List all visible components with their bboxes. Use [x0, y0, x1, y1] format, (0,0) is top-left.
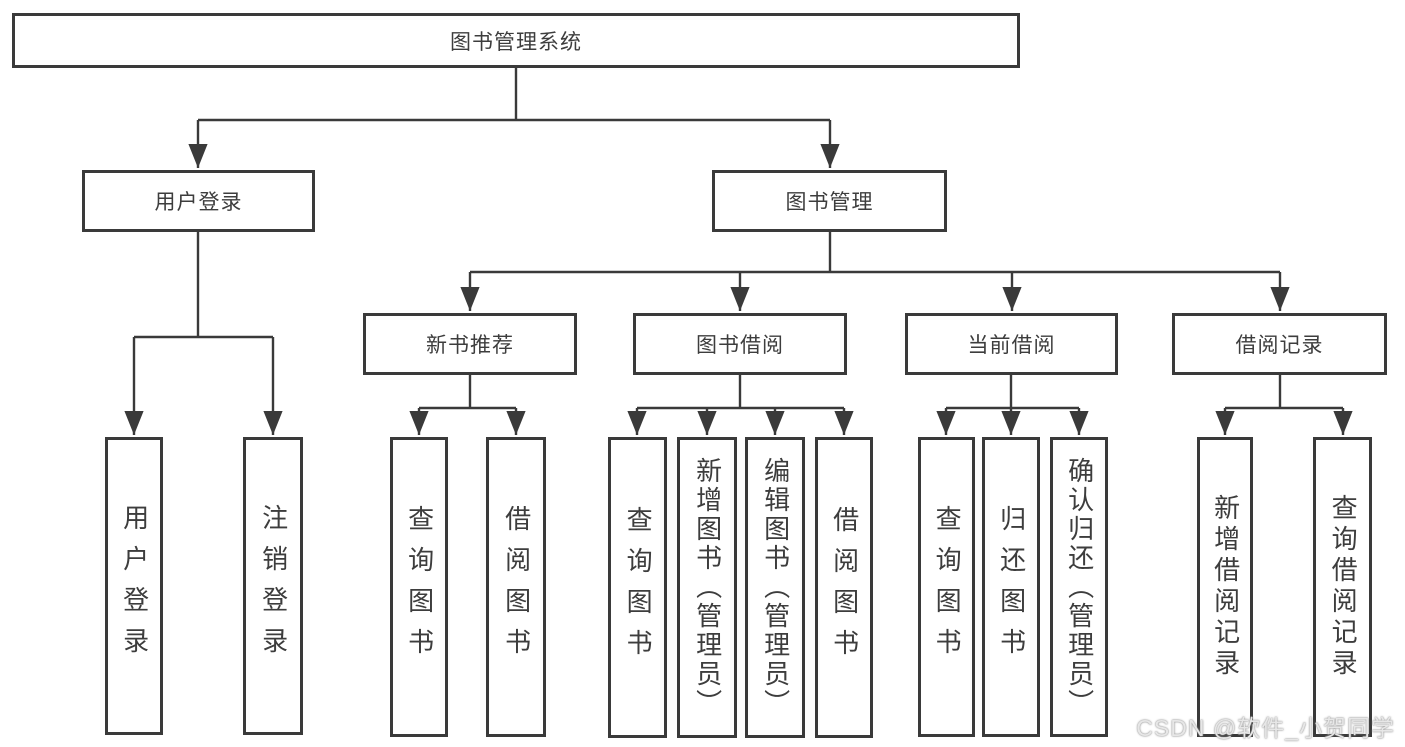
leaf-nr-query-books: 查询图书: [390, 437, 448, 737]
node-current-borrowing: 当前借阅: [905, 313, 1118, 375]
leaf-bb-query-books: 查询图书: [608, 437, 667, 738]
leaf-br-add-record: 新增借阅记录: [1197, 437, 1253, 737]
node-book-borrowing: 图书借阅: [633, 313, 847, 375]
watermark: CSDN @软件_小贺同学: [1136, 715, 1395, 741]
leaf-user-login-label: 用户登录: [119, 504, 150, 668]
node-root-label: 图书管理系统: [450, 30, 582, 54]
leaf-user-login: 用户登录: [105, 437, 163, 735]
node-new-book-recommend: 新书推荐: [363, 313, 577, 375]
leaf-cb-query-books-label: 查询图书: [932, 505, 963, 669]
node-book-management: 图书管理: [712, 170, 947, 232]
leaf-bb-add-books-admin-label: 新增图书（管理员）: [692, 457, 723, 718]
node-user-login: 用户登录: [82, 170, 315, 232]
leaf-cb-confirm-return-admin-label: 确认归还（管理员）: [1064, 456, 1095, 718]
leaf-nr-borrow-books-label: 借阅图书: [501, 505, 532, 669]
leaf-cb-query-books: 查询图书: [918, 437, 975, 737]
leaf-br-query-record-label: 查询借阅记录: [1328, 494, 1359, 680]
leaf-bb-borrow-books-label: 借阅图书: [829, 505, 860, 670]
leaf-bb-edit-books-admin: 编辑图书（管理员）: [745, 437, 805, 738]
leaf-bb-query-books-label: 查询图书: [623, 505, 654, 670]
node-borrow-records: 借阅记录: [1172, 313, 1387, 375]
leaf-cb-return-books-label: 归还图书: [996, 505, 1027, 669]
node-book-management-label: 图书管理: [785, 191, 874, 214]
leaf-nr-query-books-label: 查询图书: [404, 505, 435, 669]
leaf-br-add-record-label: 新增借阅记录: [1210, 494, 1241, 680]
leaf-cb-confirm-return-admin: 确认归还（管理员）: [1050, 437, 1108, 737]
node-user-login-label: 用户登录: [154, 191, 243, 214]
node-root: 图书管理系统: [12, 13, 1020, 68]
leaf-nr-borrow-books: 借阅图书: [486, 437, 546, 737]
leaf-bb-add-books-admin: 新增图书（管理员）: [677, 437, 737, 738]
leaf-logout: 注销登录: [243, 437, 303, 735]
leaf-cb-return-books: 归还图书: [982, 437, 1040, 737]
leaf-br-query-record: 查询借阅记录: [1313, 437, 1372, 737]
node-new-book-recommend-label: 新书推荐: [426, 334, 514, 357]
leaf-bb-edit-books-admin-label: 编辑图书（管理员）: [760, 457, 791, 718]
leaf-bb-borrow-books: 借阅图书: [815, 437, 873, 738]
node-current-borrowing-label: 当前借阅: [967, 334, 1056, 357]
leaf-logout-label: 注销登录: [258, 504, 289, 668]
node-borrow-records-label: 借阅记录: [1235, 334, 1324, 357]
node-book-borrowing-label: 图书借阅: [696, 334, 784, 357]
